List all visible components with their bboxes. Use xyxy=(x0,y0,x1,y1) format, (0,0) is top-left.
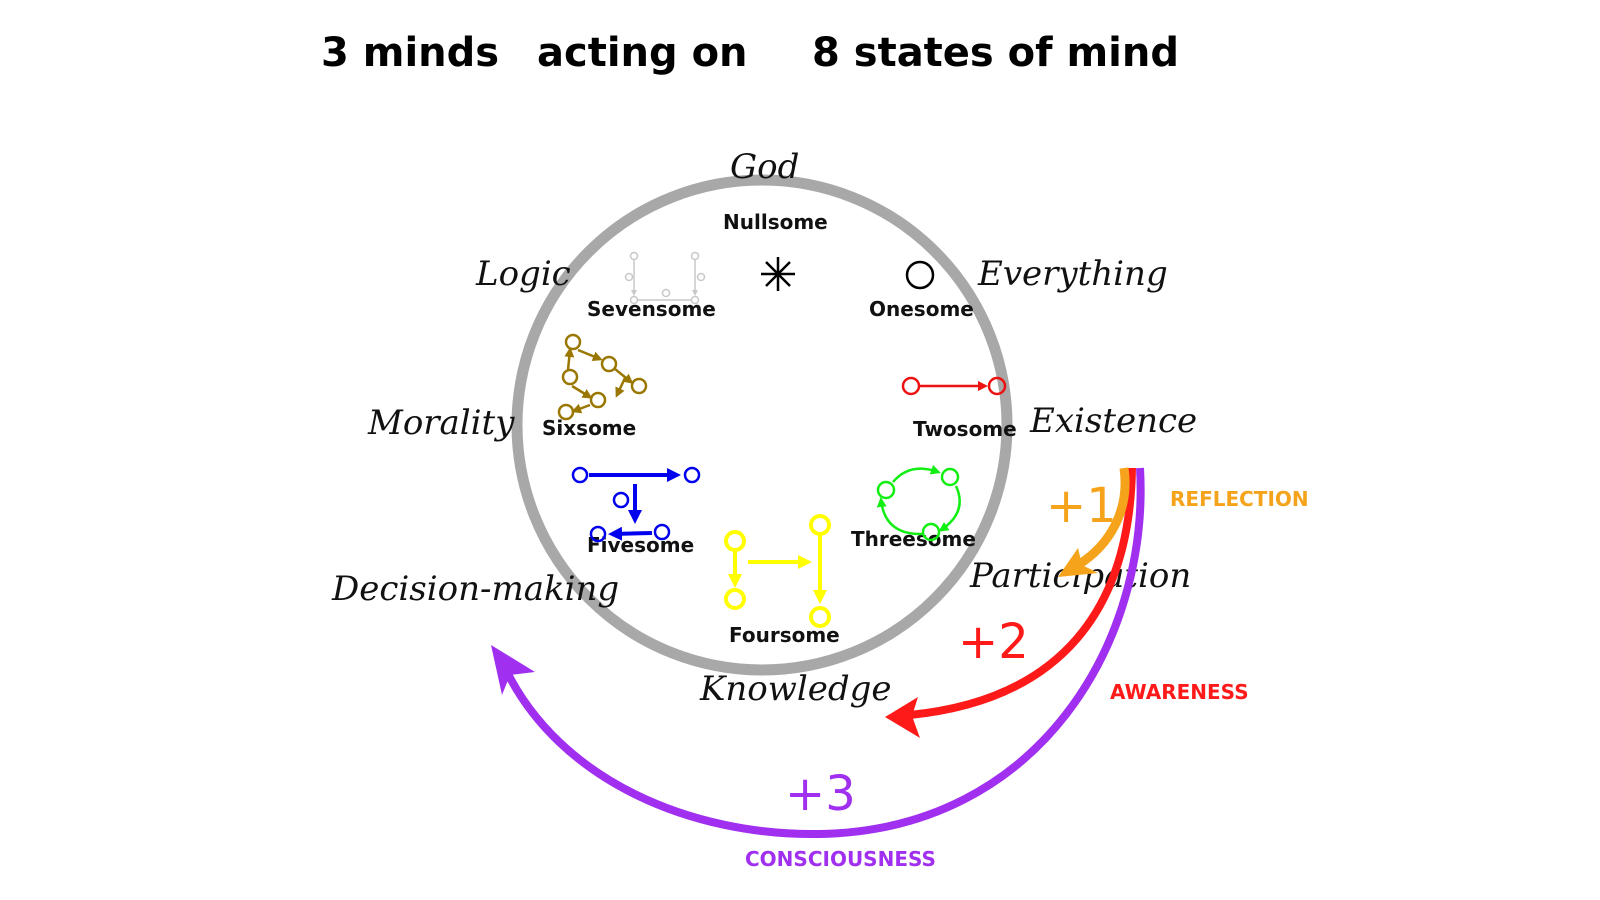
label-fivesome: Fivesome xyxy=(587,533,694,557)
title-part-1: 3 minds xyxy=(321,30,499,76)
label-existence: Existence xyxy=(1029,401,1197,441)
asterisk-icon xyxy=(761,257,795,291)
reflection-step: +1 xyxy=(1046,478,1117,534)
label-everything: Everything xyxy=(977,254,1168,294)
onesome-circle-icon xyxy=(905,260,935,290)
consciousness-arrow xyxy=(491,467,1145,839)
awareness-arrow xyxy=(885,467,1136,738)
label-sixsome: Sixsome xyxy=(542,416,636,440)
label-god: God xyxy=(730,147,799,187)
label-knowledge: Knowledge xyxy=(699,669,892,709)
label-sevensome: Sevensome xyxy=(587,297,716,321)
foursome-graph-icon xyxy=(724,514,831,628)
title-part-3: 8 states of mind xyxy=(812,30,1179,76)
awareness-label: AWARENESS xyxy=(1110,680,1249,704)
reflection-label: REFLECTION xyxy=(1170,487,1309,511)
label-logic: Logic xyxy=(475,254,571,294)
label-onesome: Onesome xyxy=(869,297,974,321)
label-threesome: Threesome xyxy=(851,527,976,551)
title-part-2: acting on xyxy=(537,30,748,76)
label-twosome: Twosome xyxy=(913,417,1017,441)
states-ring xyxy=(511,174,1013,676)
sixsome-graph-icon xyxy=(557,333,648,421)
fivesome-graph-icon xyxy=(571,466,701,543)
consciousness-step: +3 xyxy=(785,766,856,822)
consciousness-label: CONSCIOUSNESS xyxy=(745,847,936,871)
threesome-graph-icon xyxy=(876,464,961,542)
sevensome-graph-icon xyxy=(624,251,706,305)
label-decision-making: Decision-making xyxy=(331,569,619,609)
label-morality: Morality xyxy=(367,403,515,443)
reflection-arrow xyxy=(1058,467,1130,577)
awareness-step: +2 xyxy=(958,614,1029,670)
label-nullsome: Nullsome xyxy=(723,210,828,234)
twosome-graph-icon xyxy=(901,376,1007,396)
